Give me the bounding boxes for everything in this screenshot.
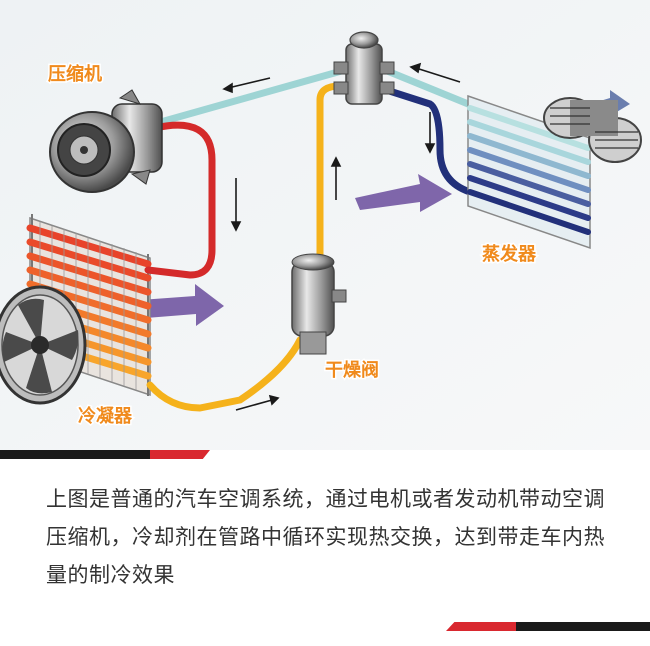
fan-icon [0, 285, 87, 405]
drier-valve-label: 干燥阀 [325, 359, 379, 381]
accent-bar-top-red [150, 450, 210, 459]
caption-text: 上图是普通的汽车空调系统，通过电机或者发动机带动空调压缩机，冷却剂在管路中循环实… [46, 487, 605, 587]
drier-icon [291, 253, 347, 355]
ac-system-diagram: 压缩机 冷凝器 干燥阀 蒸发器 [0, 0, 650, 450]
flow-arrow-icon [222, 62, 461, 411]
compressor-icon [49, 89, 163, 193]
suction-line [146, 64, 482, 129]
evaporator-icon [467, 94, 591, 250]
discharge-line [144, 121, 216, 279]
condenser-label: 冷凝器 [78, 405, 133, 427]
expansion-valve-icon [333, 31, 395, 105]
accent-bar-bottom-red [446, 622, 516, 631]
accent-bar-bottom-black [516, 622, 650, 631]
liquid-line [146, 336, 304, 412]
blower-icon [543, 97, 642, 163]
evaporator-label: 蒸发器 [482, 243, 537, 265]
low-pressure-line [376, 84, 574, 236]
accent-bar-top-black [0, 450, 150, 459]
compressor-label: 压缩机 [48, 63, 102, 85]
